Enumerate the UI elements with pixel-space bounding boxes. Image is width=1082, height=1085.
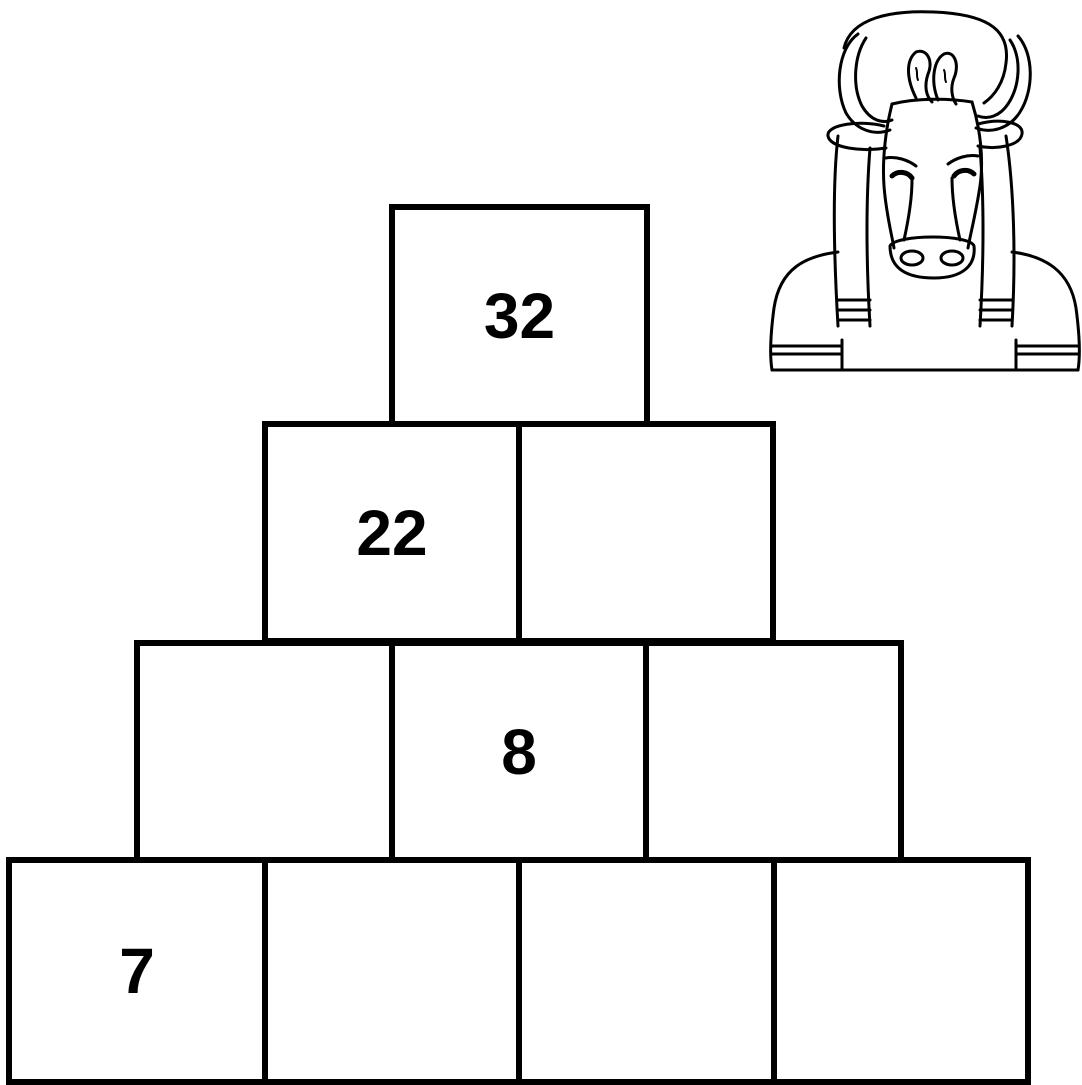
cell-value: 7 xyxy=(119,939,155,1003)
cell-value: 22 xyxy=(356,501,427,565)
pyramid-cell-r3-c3[interactable] xyxy=(643,640,904,863)
cell-value: 32 xyxy=(484,284,555,348)
pyramid-cell-r2-c2[interactable] xyxy=(516,421,776,644)
cell-value: 8 xyxy=(501,720,537,784)
pyramid-cell-r4-c1[interactable]: 7 xyxy=(6,857,268,1085)
pyramid-cell-r3-c2[interactable]: 8 xyxy=(389,640,649,863)
pyramid-cell-r4-c3[interactable] xyxy=(516,857,777,1085)
pyramid-cell-r3-c1[interactable] xyxy=(134,640,395,863)
pyramid-cell-r1-c1[interactable]: 32 xyxy=(389,204,650,427)
pyramid-cell-r2-c1[interactable]: 22 xyxy=(262,421,522,644)
bull-head-icon xyxy=(766,8,1082,374)
pyramid-cell-r4-c4[interactable] xyxy=(771,857,1031,1085)
pyramid-cell-r4-c2[interactable] xyxy=(262,857,522,1085)
